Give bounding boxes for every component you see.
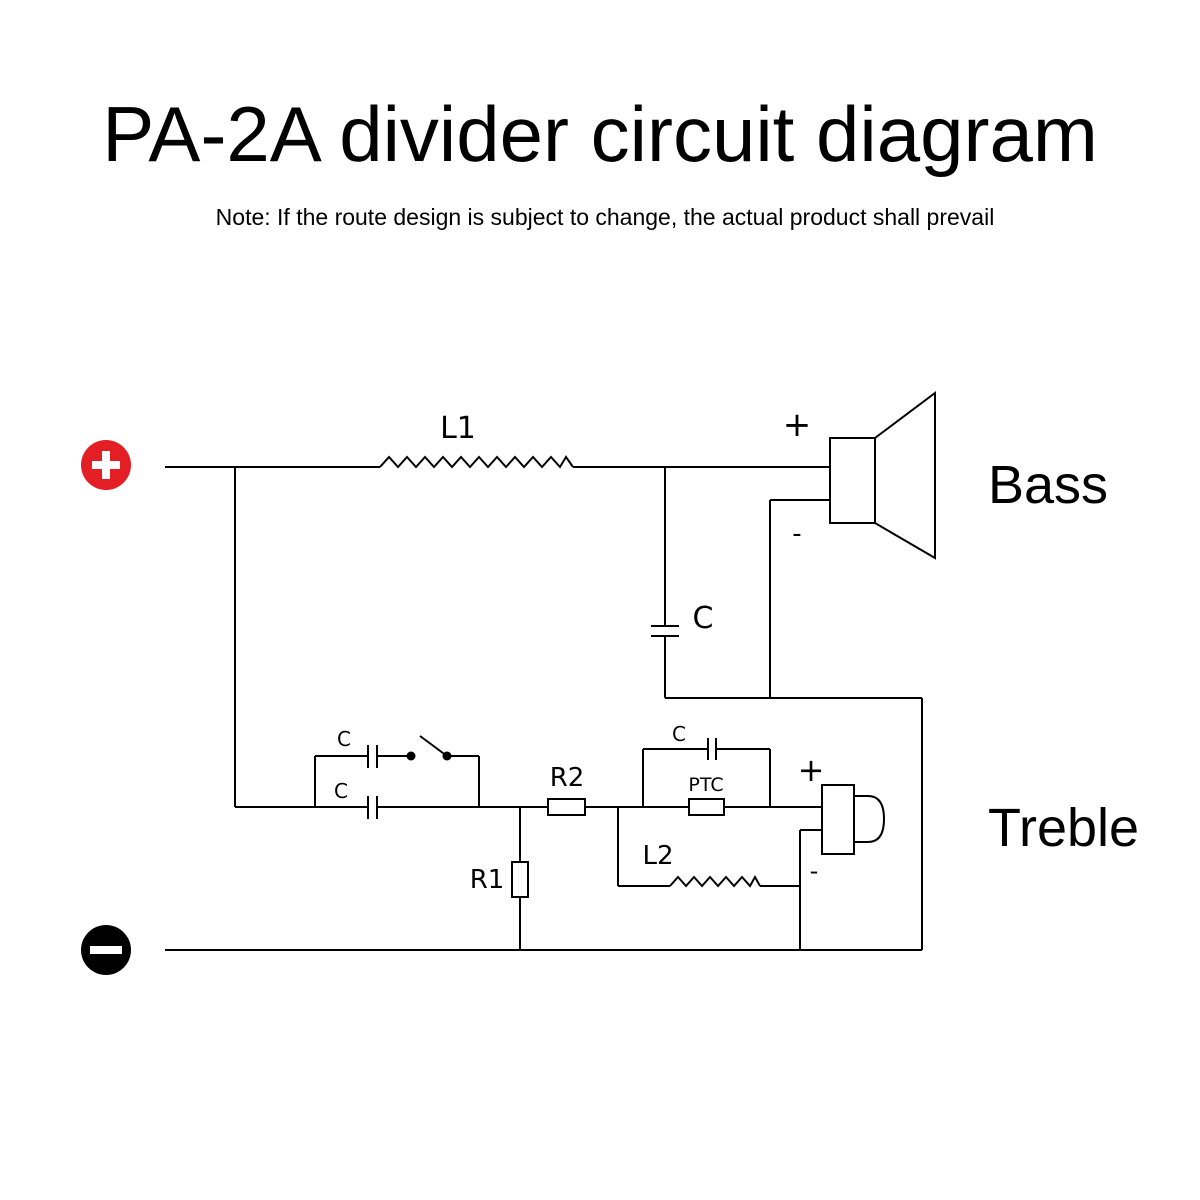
negative-terminal-icon <box>81 925 131 975</box>
label-r1: R1 <box>470 865 505 895</box>
label-c-top: C <box>337 727 351 751</box>
resistor-r2 <box>547 798 586 816</box>
bass-speaker-icon <box>829 391 936 560</box>
treble-speaker-icon <box>821 784 886 855</box>
capacitor-c-top <box>367 745 378 768</box>
label-plus-bass: + <box>783 405 812 445</box>
capacitor-c-bass <box>651 625 679 637</box>
switch-icon <box>406 735 452 761</box>
label-c-bottom: C <box>334 779 348 803</box>
label-minus-bass: - <box>792 519 801 549</box>
label-ptc: PTC <box>688 774 723 796</box>
label-plus-treble: + <box>798 751 825 789</box>
label-l1: L1 <box>440 411 476 446</box>
inductor-l2 <box>669 874 761 888</box>
ptc-resistor <box>688 798 725 816</box>
positive-terminal-icon <box>81 440 131 490</box>
resistor-r1 <box>511 861 529 898</box>
label-bass: Bass <box>988 455 1108 515</box>
wires <box>165 466 923 951</box>
capacitor-c-bottom <box>367 796 378 819</box>
inductor-l1 <box>379 455 574 469</box>
note-text: Note: If the route design is subject to … <box>215 204 995 230</box>
label-r2: R2 <box>550 763 585 793</box>
label-c-ptc: C <box>672 722 686 746</box>
label-c-bass: C <box>693 601 714 636</box>
page-title: PA-2A divider circuit diagram <box>102 90 1098 178</box>
label-l2: L2 <box>642 841 673 871</box>
capacitor-c-ptc <box>707 738 717 760</box>
label-treble: Treble <box>988 798 1139 858</box>
label-minus-treble: - <box>810 857 819 885</box>
